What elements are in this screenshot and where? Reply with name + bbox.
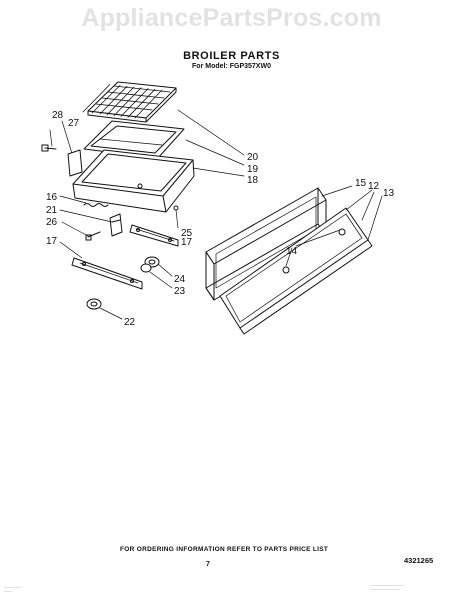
broiler-pan — [72, 149, 195, 213]
upper-leaders — [49, 109, 245, 177]
side-bracket — [41, 144, 83, 177]
callout-26: 26 — [46, 217, 58, 228]
callout-15: 15 — [355, 178, 367, 189]
callout-18: 18 — [247, 175, 259, 186]
page-number: 7 — [206, 561, 210, 568]
callout-27: 27 — [68, 118, 80, 129]
slide-rail-upper — [129, 224, 179, 247]
callout-17-left: 17 — [46, 236, 58, 247]
callout-21: 21 — [46, 205, 58, 216]
roller-leaders — [99, 263, 173, 320]
latch-assembly — [83, 203, 179, 241]
callout-20: 20 — [247, 152, 259, 163]
slide-rail-lower — [71, 257, 143, 290]
callout-19: 19 — [247, 164, 259, 175]
callout-22: 22 — [124, 317, 136, 328]
callout-24: 24 — [174, 274, 186, 285]
left-leaders — [59, 195, 179, 259]
rollers — [86, 256, 160, 310]
callout-12: 12 — [368, 181, 380, 192]
callout-16: 16 — [46, 192, 58, 203]
callout-17-right: 17 — [181, 237, 193, 248]
callout-25: 25 — [181, 228, 193, 239]
fine-print-left: ──────────── — [4, 585, 22, 593]
document-part-number: 4321265 — [404, 556, 434, 565]
diagram-title: BROILER PARTS — [183, 50, 280, 62]
callout-labels: 28 27 20 19 18 16 21 26 25 17 17 15 12 1… — [46, 110, 395, 328]
broiler-grid — [82, 81, 177, 123]
door-leaders — [285, 185, 383, 267]
fine-print-right: ────────────────────────────── — [370, 583, 405, 591]
callout-28: 28 — [52, 110, 64, 121]
ordering-note: FOR ORDERING INFORMATION REFER TO PARTS … — [120, 546, 329, 553]
broiler-door-front — [219, 207, 373, 335]
callout-13: 13 — [383, 188, 395, 199]
callout-23: 23 — [174, 286, 186, 297]
callout-14: 14 — [286, 246, 298, 257]
broiler-pan-insert — [83, 120, 185, 159]
diagram-subtitle: For Model: FGP357XW0 — [192, 63, 271, 70]
watermark: AppliancePartsPros.com — [81, 4, 382, 32]
